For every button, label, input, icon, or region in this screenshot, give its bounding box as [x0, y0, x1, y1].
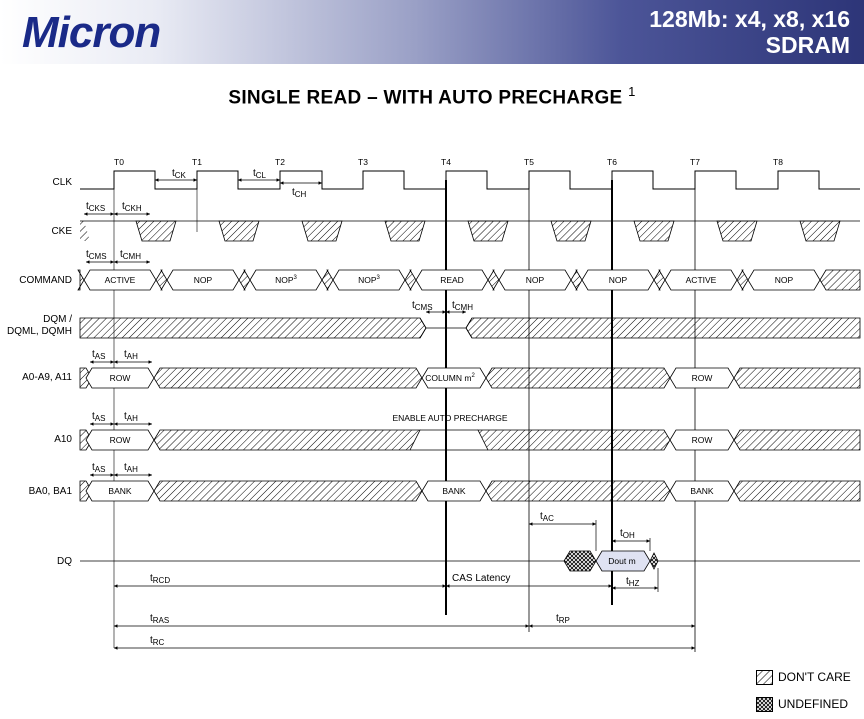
clock-tick-t0: T0 [114, 157, 124, 167]
signal-label-cke: CKE [51, 226, 72, 237]
tcks-label: tCKS [86, 201, 105, 213]
tac-label: tAC [540, 511, 554, 523]
a10-row2-label: ROW [692, 435, 713, 445]
clock-tick-t8: T8 [773, 157, 783, 167]
command-label-1: NOP [194, 275, 213, 285]
product-line-1: 128Mb: x4, x8, x16 [649, 6, 850, 32]
address-column-label: COLUMN m2 [425, 373, 475, 383]
cke-dont-care-0 [135, 220, 177, 242]
cke-dont-care-1 [218, 220, 260, 242]
dont-care-swatch [756, 670, 773, 685]
undefined-swatch [756, 697, 773, 712]
command-dont-care-7 [736, 269, 749, 291]
tck-label: tCK [172, 168, 187, 180]
bank-address-bus: BANK BANK BANK [79, 480, 861, 502]
cke-dont-care-4 [467, 220, 509, 242]
signal-label-dqm: DQM / [43, 314, 72, 325]
cke-dont-care-3 [384, 220, 426, 242]
command-dont-care-3 [404, 269, 417, 291]
tcmh-dqm-label: tCMH [452, 300, 473, 312]
tcl-label: tCL [253, 168, 267, 180]
signal-label-clk: CLK [53, 177, 73, 188]
a10-row-label: ROW [110, 435, 131, 445]
bank2-label: BANK [442, 486, 465, 496]
clock-tick-t3: T3 [358, 157, 368, 167]
legend-undefined-label: UNDEFINED [778, 697, 849, 711]
command-label-0: ACTIVE [105, 275, 136, 285]
tas-a10-label: tAS [92, 411, 105, 423]
address-row2-label: ROW [692, 373, 713, 383]
signal-label-dqml-dqmh: DQML, DQMH [7, 326, 72, 337]
tckh-label: tCKH [122, 201, 142, 213]
clock-tick-t7: T7 [690, 157, 700, 167]
command-label-7: ACTIVE [686, 275, 717, 285]
clock-tick-t6: T6 [607, 157, 617, 167]
diagram-title-note: 1 [628, 84, 636, 99]
address-row-label: ROW [110, 373, 131, 383]
clk-waveform [80, 170, 860, 190]
cke-dont-care-5 [550, 220, 592, 242]
command-label-6: NOP [609, 275, 628, 285]
tcmh-label: tCMH [120, 249, 141, 261]
signal-label-a10: A10 [54, 434, 72, 445]
cke-dont-care-6 [633, 220, 675, 242]
dq-waveform: Dout m [80, 550, 860, 572]
tcms-label: tCMS [86, 249, 107, 261]
command-dont-care-2 [321, 269, 334, 291]
bank3-label: BANK [690, 486, 713, 496]
command-label-3: NOP3 [358, 275, 380, 285]
brand-logo: Micron [22, 8, 161, 57]
command-label-8: NOP [775, 275, 794, 285]
command-label-2: NOP3 [275, 275, 297, 285]
tch-label: tCH [292, 187, 307, 199]
toh-label: tOH [620, 528, 635, 540]
tah-a10-label: tAH [124, 411, 138, 423]
dq-output-label: Dout m [608, 556, 635, 566]
diagram-title: SINGLE READ – WITH AUTO PRECHARGE 1 [0, 84, 864, 109]
diagram-title-text: SINGLE READ – WITH AUTO PRECHARGE [228, 87, 623, 109]
thz-label: tHZ [626, 576, 640, 588]
signal-label-dq: DQ [57, 556, 72, 567]
tah-bank-label: tAH [124, 462, 138, 474]
cke-dont-care-8 [799, 220, 841, 242]
cas-latency-label: CAS Latency [452, 573, 510, 584]
trp-label: tRP [556, 613, 570, 625]
tah-address-label: tAH [124, 349, 138, 361]
trcd-label: tRCD [150, 573, 170, 585]
dqm-waveform [79, 317, 861, 339]
a10-line: ROW ENABLE AUTO PRECHARGE ROW [79, 413, 861, 451]
clock-tick-t5: T5 [524, 157, 534, 167]
address-bus: ROW COLUMN m2 ROW [79, 367, 861, 389]
command-label-5: NOP [526, 275, 545, 285]
command-dont-care-1 [238, 269, 251, 291]
tas-address-label: tAS [92, 349, 105, 361]
command-dont-care-4 [487, 269, 500, 291]
cke-waveform [80, 220, 860, 242]
page-header: Micron 128Mb: x4, x8, x16 SDRAM [0, 0, 864, 64]
bank-label: BANK [108, 486, 131, 496]
legend-dont-care-label: DON'T CARE [778, 670, 851, 684]
enable-auto-precharge-note: ENABLE AUTO PRECHARGE [392, 413, 507, 423]
tcms-dqm-label: tCMS [412, 300, 433, 312]
cke-dont-care-7 [716, 220, 758, 242]
signal-label-command: COMMAND [19, 275, 72, 286]
clock-tick-t4: T4 [441, 157, 451, 167]
tas-bank-label: tAS [92, 462, 105, 474]
command-label-4: READ [440, 275, 464, 285]
tras-label: tRAS [150, 613, 169, 625]
signal-label-address: A0-A9, A11 [22, 372, 72, 383]
clock-tick-t1: T1 [192, 157, 202, 167]
trc-label: tRC [150, 635, 165, 647]
product-line-2: SDRAM [765, 32, 850, 58]
cke-dont-care-2 [301, 220, 343, 242]
clock-tick-t2: T2 [275, 157, 285, 167]
command-dont-care-5 [570, 269, 583, 291]
product-name: 128Mb: x4, x8, x16 SDRAM [649, 6, 850, 58]
signal-label-bank: BA0, BA1 [29, 486, 73, 497]
timing-annotations: tCK tCL tCH tCKS tCKH tCMS tCMH tCMS tCM… [84, 168, 695, 650]
command-bus: ACTIVE NOP NOP3 NOP3 READ NOP NOP ACTIVE NOP [77, 269, 861, 291]
command-dont-care-6 [653, 269, 666, 291]
command-dont-care-0 [155, 269, 168, 291]
